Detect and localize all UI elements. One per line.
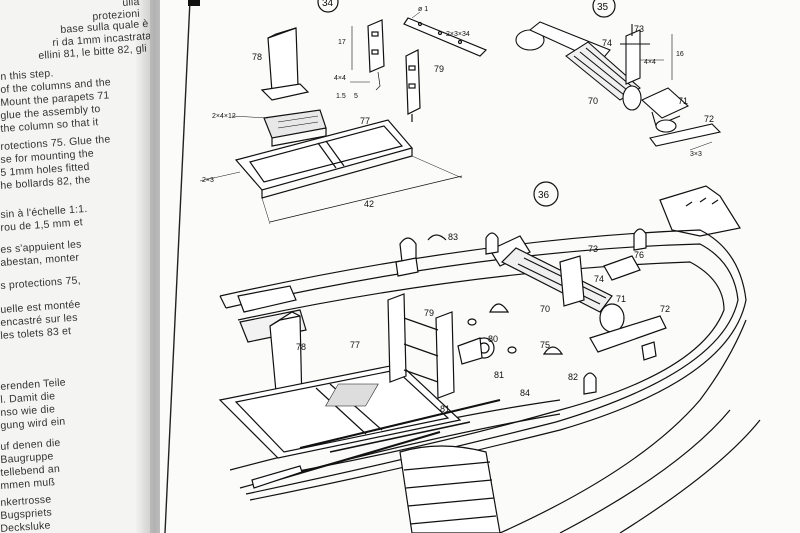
label-82: 82: [568, 372, 578, 382]
label-75: 75: [540, 340, 550, 350]
label-2x4x12: 2×4×12: [212, 113, 236, 120]
label-35: 35: [597, 2, 609, 13]
column-assembly-top: [199, 11, 488, 225]
label-4x4-b: 4×4: [644, 59, 656, 66]
label-77-deck: 77: [350, 340, 360, 350]
label-76: 76: [634, 250, 644, 260]
label-73-deck: 73: [588, 244, 598, 254]
part-labels: 78 77 79 42 2×4×12 2×3 17 4×4 1.5 5 ø 1 …: [202, 2, 714, 414]
label-74-deck: 74: [594, 274, 604, 284]
label-4x4-a: 4×4: [334, 75, 346, 82]
label-2x3: 2×3: [202, 177, 214, 184]
label-81-deck: 81: [494, 370, 504, 380]
label-81-oar: 81: [440, 404, 450, 414]
label-79-top: 79: [434, 64, 444, 74]
label-83: 83: [448, 232, 458, 242]
hull-assembly-36: [218, 185, 761, 533]
label-74-top: 74: [602, 38, 612, 48]
step-36-circle: [533, 181, 559, 207]
label-36: 36: [538, 190, 550, 201]
label-72-deck: 72: [660, 304, 670, 314]
label-73-top: 73: [634, 24, 644, 34]
capstan-assembly-35: [515, 21, 722, 151]
label-42: 42: [364, 199, 374, 209]
label-84: 84: [520, 388, 530, 398]
label-3x3: 3×3: [690, 151, 702, 158]
label-78-top: 78: [252, 52, 262, 62]
step-35-circle: [592, 0, 616, 18]
frame-border: [164, 0, 191, 533]
label-71-deck: 71: [616, 294, 626, 304]
label-1-5: 1.5: [336, 93, 346, 100]
page-corner-mark: [188, 0, 200, 6]
label-78-deck: 78: [296, 342, 306, 352]
svg-text:34: 34: [322, 0, 334, 9]
label-79-deck: 79: [424, 308, 434, 318]
label-77-top: 77: [360, 116, 370, 126]
label-72-top: 72: [704, 114, 714, 124]
label-70-deck: 70: [540, 304, 550, 314]
label-17: 17: [338, 39, 346, 46]
label-70-top: 70: [588, 96, 598, 106]
label-dia-1: ø 1: [418, 6, 428, 13]
label-16: 16: [676, 51, 684, 58]
label-71-top: 71: [678, 96, 688, 106]
label-2x3x34: 2×3×34: [446, 31, 470, 38]
label-5: 5: [354, 93, 358, 100]
label-80: 80: [488, 334, 498, 344]
